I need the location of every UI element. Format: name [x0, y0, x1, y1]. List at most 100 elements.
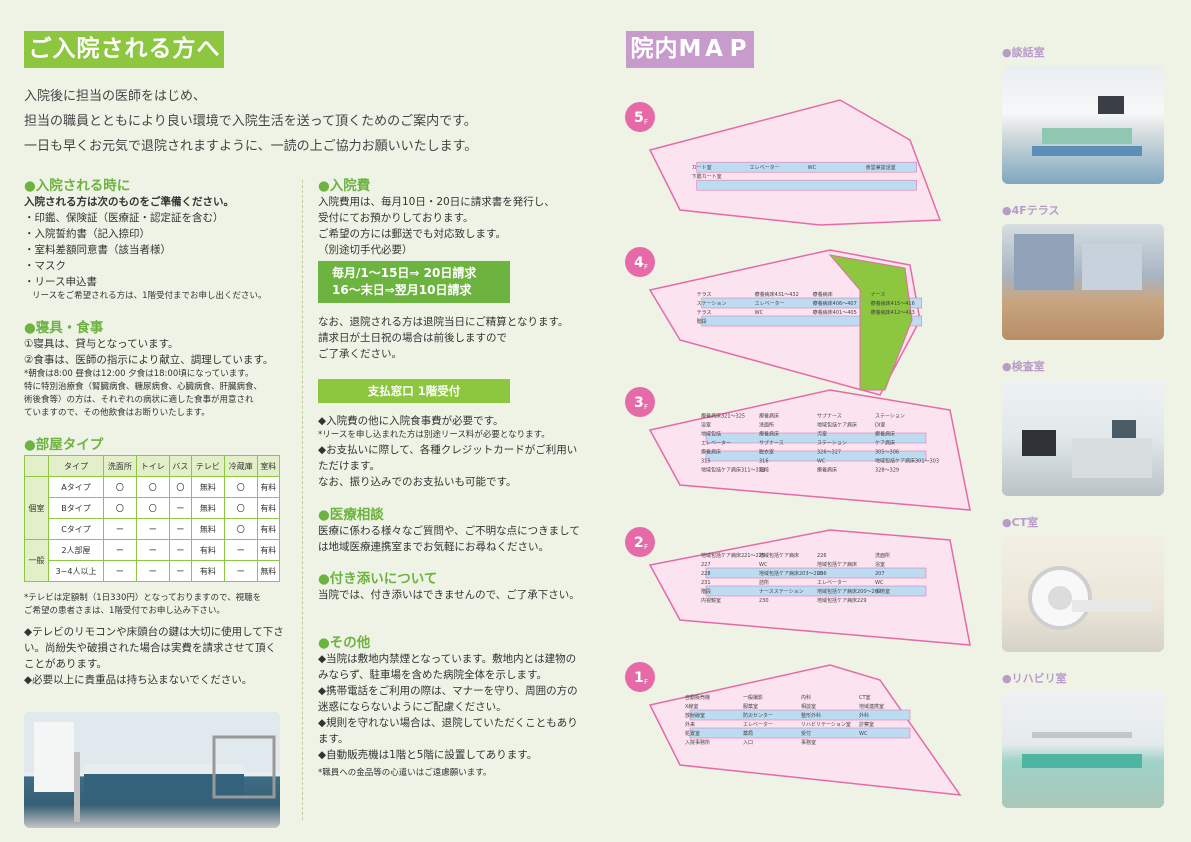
left-title: ご入院される方へ: [24, 31, 224, 68]
table-cell: 有料: [256, 539, 281, 561]
room-label: 228: [701, 571, 711, 577]
terrace-illustration: [1014, 234, 1142, 290]
table-cell: 〇: [135, 476, 170, 498]
table-cell: ー: [103, 560, 137, 582]
floor-badge-unit: F: [644, 678, 648, 686]
column-header: 冷蔵庫: [223, 455, 258, 477]
table-cell: ー: [168, 560, 192, 582]
note-text: *リースを申し込まれた方は別途リース料が必要となります。: [318, 430, 550, 440]
room-label: 処置室: [685, 730, 700, 737]
section-heading: ●部屋タイプ: [24, 437, 104, 453]
title-char: 院: [630, 36, 654, 62]
room-label: WC: [859, 731, 868, 737]
room-label: 入口: [743, 740, 753, 746]
room-label: 地域包括ケア病床: [817, 561, 857, 568]
note-text: ていますので、その他飲食はお断りいたします。: [24, 408, 210, 418]
table-cell: ー: [223, 539, 258, 561]
room-label: エレベーター: [750, 164, 780, 171]
bullet-text: ◆当院は敷地内禁煙となっています。敷地内とは建物のみならず、駐車場を含めた病院全…: [318, 653, 577, 681]
rehab-photo: [1002, 692, 1164, 808]
column-header: タイプ: [47, 455, 105, 477]
room-label: 207: [875, 571, 885, 577]
ct-photo: [1002, 536, 1164, 652]
bedding-section: ●寝具・食事 ①寝具は、貸与となっています。 ②食事は、医師の指示により献立、調…: [24, 316, 286, 420]
floor-badge-number: 3: [634, 395, 644, 411]
room-label: 地域連携室: [859, 703, 884, 710]
lab-photo: [1002, 380, 1164, 496]
title-char: M: [678, 36, 702, 62]
room-label: 階段: [701, 588, 711, 595]
body-text: 医療に係わる様々なご質問や、ご不明な点につきましては地域医療連携室までお気軽にお…: [318, 525, 580, 553]
column-header: 洗面所: [103, 455, 137, 477]
room-label: 防災センター: [743, 712, 773, 719]
floor-badge-unit: F: [644, 543, 648, 551]
body-text: なお、退院される方は退院当日にご精算となります。: [318, 316, 569, 328]
table-row: 個室 Aタイプ 〇 〇 〇 無料 〇 有料: [24, 476, 281, 540]
title-char: P: [729, 36, 747, 62]
room-label: WC: [808, 165, 817, 171]
intro-text: 入院後に担当の医師をはじめ、 担当の職員とともにより良い環境で入院生活を送って頂…: [24, 84, 584, 159]
room-label: 328～329: [875, 468, 899, 474]
bullet-text: ◆規則を守れない場合は、退院していただくこともあります。: [318, 717, 578, 745]
attendant-section: ●付き添いについて 当院では、付き添いはできませんので、ご了承下さい。: [318, 567, 586, 603]
title-char: へ: [196, 36, 220, 62]
room-label: サブナース: [817, 413, 842, 420]
note-text: *職員への金品等の心遣いはご遠慮願います。: [318, 768, 492, 778]
table-cell: 〇: [103, 476, 137, 498]
room-band: [705, 432, 927, 444]
table-cell: 無料: [190, 476, 225, 498]
body-text: 受付にてお預かりしております。: [318, 212, 474, 224]
room-label: 227: [701, 562, 711, 568]
title-char: ご: [28, 36, 52, 62]
badge-line: 16～末日⇒翌月10日請求: [332, 283, 472, 297]
room-label: 地域包括ケア病床221～225: [701, 552, 765, 559]
intro-line: 担当の職員とともにより良い環境で入院生活を送って頂くためのご案内です。: [24, 114, 477, 129]
intro-line: 入院後に担当の医師をはじめ、: [24, 89, 207, 104]
table-cell: ー: [168, 518, 192, 540]
bed-illustration: [24, 712, 280, 822]
floor-badge-circle: [625, 662, 655, 692]
other-section: ●その他 ◆当院は敷地内禁煙となっています。敷地内とは建物のみならず、駐車場を含…: [318, 631, 586, 780]
fees-section: ●入院費 入院費用は、毎月10日・20日に請求書を発行し、 受付にてお預かりして…: [318, 174, 586, 258]
title-char: 方: [172, 36, 196, 62]
title-char: 内: [654, 36, 678, 62]
room-label: 入院事務所: [685, 739, 710, 746]
room-label: 231: [701, 580, 711, 586]
floor-badge-unit: F: [644, 118, 648, 126]
room-label: 外来: [685, 721, 695, 728]
room-label: ケア病床: [875, 440, 895, 447]
section-heading: ●入院費: [318, 178, 371, 194]
room-label: ステーション: [817, 441, 847, 447]
bullet-text: ◆入院費の他に入院食事費が必要です。: [318, 415, 504, 427]
consult-section: ●医療相談 医療に係わる様々なご質問や、ご不明な点につきましては地域医療連携室ま…: [318, 503, 586, 555]
table-row: Bタイプ 〇 〇 ー 無料 〇 有料: [25, 497, 281, 519]
table-cell: 3~4人以上: [47, 560, 105, 582]
column-header: テレビ: [190, 455, 225, 477]
table-cell: ー: [223, 560, 258, 582]
table-row: 3~4人以上 ー ー ー 有料 ー 無料: [25, 560, 281, 582]
room-label: 療養病床: [813, 291, 833, 298]
room-label: テラス: [697, 310, 712, 316]
room-label: 洗面所: [875, 552, 890, 559]
section-heading: ●医療相談: [318, 507, 384, 523]
room-label: 整形外科: [801, 712, 821, 719]
table-cell: Cタイプ: [47, 518, 105, 540]
title-char: 院: [76, 36, 100, 62]
room-label: 外科: [859, 712, 869, 719]
room-band: [701, 297, 922, 309]
room-band: [705, 567, 927, 579]
table-header-row: タイプ 洗面所 トイレ バス テレビ 冷蔵庫 室料: [24, 455, 281, 477]
list-item: ・リース申込書: [24, 276, 97, 288]
room-label: 内科: [801, 694, 811, 701]
room-band: [689, 709, 911, 721]
table-cell: 〇: [135, 497, 170, 519]
row-group-label: 一般: [24, 539, 49, 582]
room-label: 階段: [759, 467, 769, 474]
room-label: エレベーター: [743, 721, 773, 728]
floor-badge-circle: [625, 102, 655, 132]
note-text: 特に特別治療食（腎臓病食、糖尿病食、心臓病食、肝臓病食、: [24, 382, 263, 392]
bullet-text: ◆テレビのリモコンや床頭台の鍵は大切に使用して下さい。尚紛失や破損された場合は実…: [24, 626, 284, 670]
